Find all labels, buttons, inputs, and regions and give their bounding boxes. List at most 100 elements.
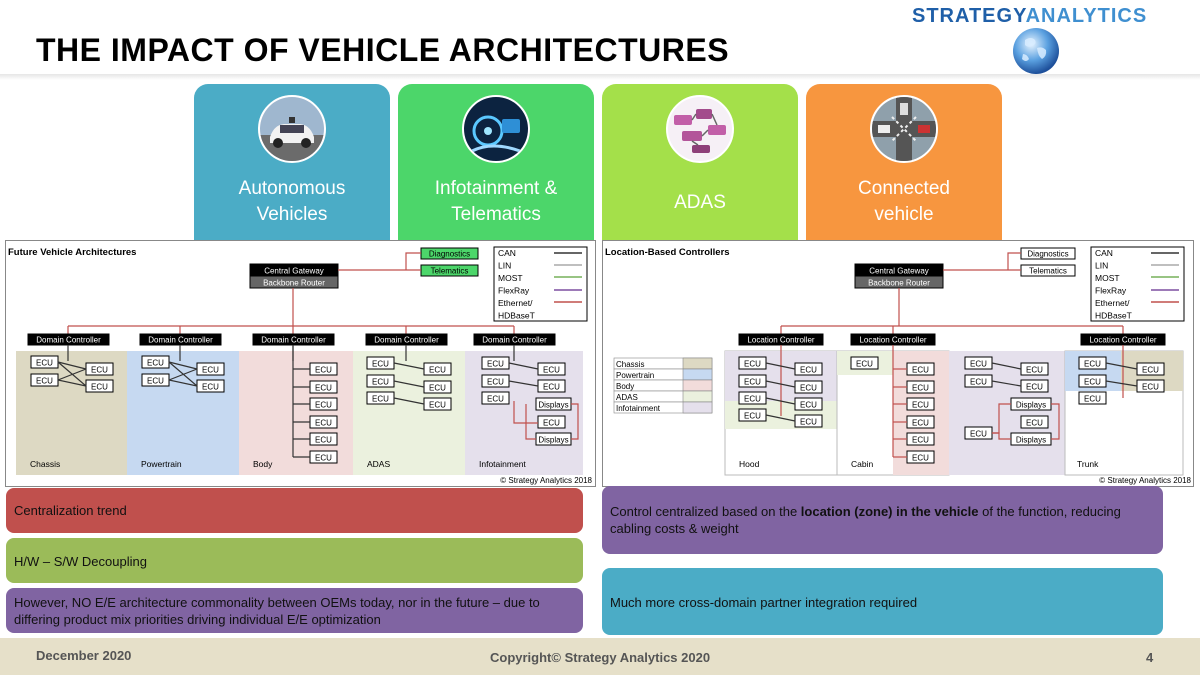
ecu-box-text: ECU — [429, 366, 446, 375]
bus-line — [1105, 362, 1138, 370]
bus-line — [57, 368, 87, 381]
ecu-box-text: ECU — [91, 366, 108, 375]
central-gateway-text: Central Gateway — [869, 267, 929, 276]
ecu-box-text: ECU — [315, 401, 332, 410]
car-icon — [258, 95, 326, 163]
ecu-box-text: ECU — [487, 360, 504, 369]
zone-control-emphasis: location (zone) in the vehicle — [800, 504, 979, 519]
domain-controller-text: Domain Controller — [148, 336, 213, 345]
ecu-box-text: ECU — [487, 395, 504, 404]
ecu-box-text: ECU — [147, 359, 164, 368]
tile-label: Infotainment & Telematics — [434, 178, 558, 225]
legend-item: CAN — [1095, 248, 1113, 258]
legend-item: Ethernet/ — [498, 298, 533, 308]
ecu-box-text: ECU — [1084, 360, 1101, 369]
ecu-box-text: ECU — [315, 384, 332, 393]
integration-box: Much more cross-domain partner integrati… — [602, 568, 1163, 635]
dashboard-icon — [462, 95, 530, 163]
tile-adas: ADAS — [602, 84, 798, 241]
bus-line — [393, 362, 425, 370]
displays-box-text: Displays — [538, 401, 568, 410]
bus-line — [1105, 380, 1138, 387]
ecu-box-text: ECU — [800, 401, 817, 410]
domain-label: Chassis — [30, 459, 60, 469]
ecu-box-text: ECU — [912, 366, 929, 375]
bus-line — [513, 401, 538, 424]
centralization-trend-text: Centralization trend — [14, 503, 127, 518]
footer-bar — [0, 638, 1200, 675]
bus-line — [405, 252, 421, 270]
domain-controller-text: Domain Controller — [374, 336, 439, 345]
ecu-box-text: ECU — [202, 383, 219, 392]
zone-control-text: Control centralized based on the — [610, 504, 801, 519]
bus-line — [508, 362, 539, 370]
centralization-trend-box: Centralization trend — [6, 488, 583, 533]
company-logo: STRATEGYANALYTICS — [912, 5, 1147, 28]
ecu-box-text: ECU — [912, 419, 929, 428]
bus-line — [765, 380, 796, 388]
bus-line — [508, 380, 539, 387]
bus-line — [57, 361, 87, 370]
domain-label: Powertrain — [141, 459, 182, 469]
ecu-box-text: ECU — [487, 378, 504, 387]
zone-legend-swatch — [682, 379, 713, 392]
displays-box-text: Displays — [1016, 401, 1046, 410]
domain-controller-text: Domain Controller — [36, 336, 101, 345]
ecu-box-text: ECU — [429, 384, 446, 393]
footer-copyright: Copyright© Strategy Analytics 2020 — [490, 650, 711, 665]
telematics-box-text: Telematics — [431, 267, 469, 276]
ecu-box-text: ECU — [1142, 366, 1159, 375]
backbone-router-text: Backbone Router — [263, 279, 325, 288]
displays-box-text: Displays — [538, 436, 568, 445]
ecu-box-text: ECU — [147, 377, 164, 386]
zone-legend-item: Chassis — [616, 360, 644, 369]
legend-item: FlexRay — [1095, 286, 1127, 296]
ecu-box — [1078, 391, 1107, 405]
bus-line — [168, 379, 198, 387]
bus-line — [393, 380, 425, 388]
decoupling-box: H/W – S/W Decoupling — [6, 538, 583, 583]
location-controller-text: Location Controller — [747, 336, 814, 345]
ecu-box-text: ECU — [36, 377, 53, 386]
tile-label: ADAS — [674, 192, 726, 213]
domain-label: Body — [253, 459, 273, 469]
diagram-copyright: © Strategy Analytics 2018 — [500, 476, 592, 485]
ecu-box-text: ECU — [800, 418, 817, 427]
bus-line — [991, 362, 1022, 370]
backbone-router-text: Backbone Router — [868, 279, 930, 288]
ecu-box-text: ECU — [543, 383, 560, 392]
ecu-box-text: ECU — [1084, 395, 1101, 404]
ecu-box-text: ECU — [429, 401, 446, 410]
tile-autonomous-vehicles: Autonomous Vehicles — [194, 84, 390, 241]
legend-item: HDBaseT — [1095, 311, 1132, 321]
ecu-box-text: ECU — [372, 395, 389, 404]
ecu-box-text: ECU — [1026, 419, 1043, 428]
ecu-box-text: ECU — [800, 366, 817, 375]
ecu-box-text: ECU — [912, 454, 929, 463]
tile-label: Connected vehicle — [858, 178, 950, 225]
central-gateway-text: Central Gateway — [264, 267, 324, 276]
zone-legend-item: Infotainment — [616, 404, 661, 413]
legend-item: LIN — [1095, 261, 1108, 271]
ecu-box-text: ECU — [1026, 383, 1043, 392]
domain-controller-text: Domain Controller — [482, 336, 547, 345]
bus-line — [765, 397, 796, 405]
location-controller-text: Location Controller — [1089, 336, 1156, 345]
bus-line — [393, 397, 425, 405]
diagnostics-box-text: Diagnostics — [429, 250, 470, 259]
diagnostics-box-text: Diagnostics — [1027, 250, 1068, 259]
zone-legend-item: Powertrain — [616, 371, 654, 380]
ecu-box-text: ECU — [1026, 366, 1043, 375]
tile-infotainment-telematics: Infotainment & Telematics — [398, 84, 594, 241]
ecu-box-text: ECU — [91, 383, 108, 392]
ecu-box-text: ECU — [1142, 383, 1159, 392]
zone-legend-item: ADAS — [616, 393, 638, 402]
ecu-box-text: ECU — [315, 454, 332, 463]
logo-word-strategy: STRATEGY — [912, 5, 1026, 27]
bus-line — [168, 368, 198, 381]
ecu-box-text: ECU — [800, 384, 817, 393]
legend-item: CAN — [498, 248, 516, 258]
ecu-box-text: ECU — [372, 378, 389, 387]
